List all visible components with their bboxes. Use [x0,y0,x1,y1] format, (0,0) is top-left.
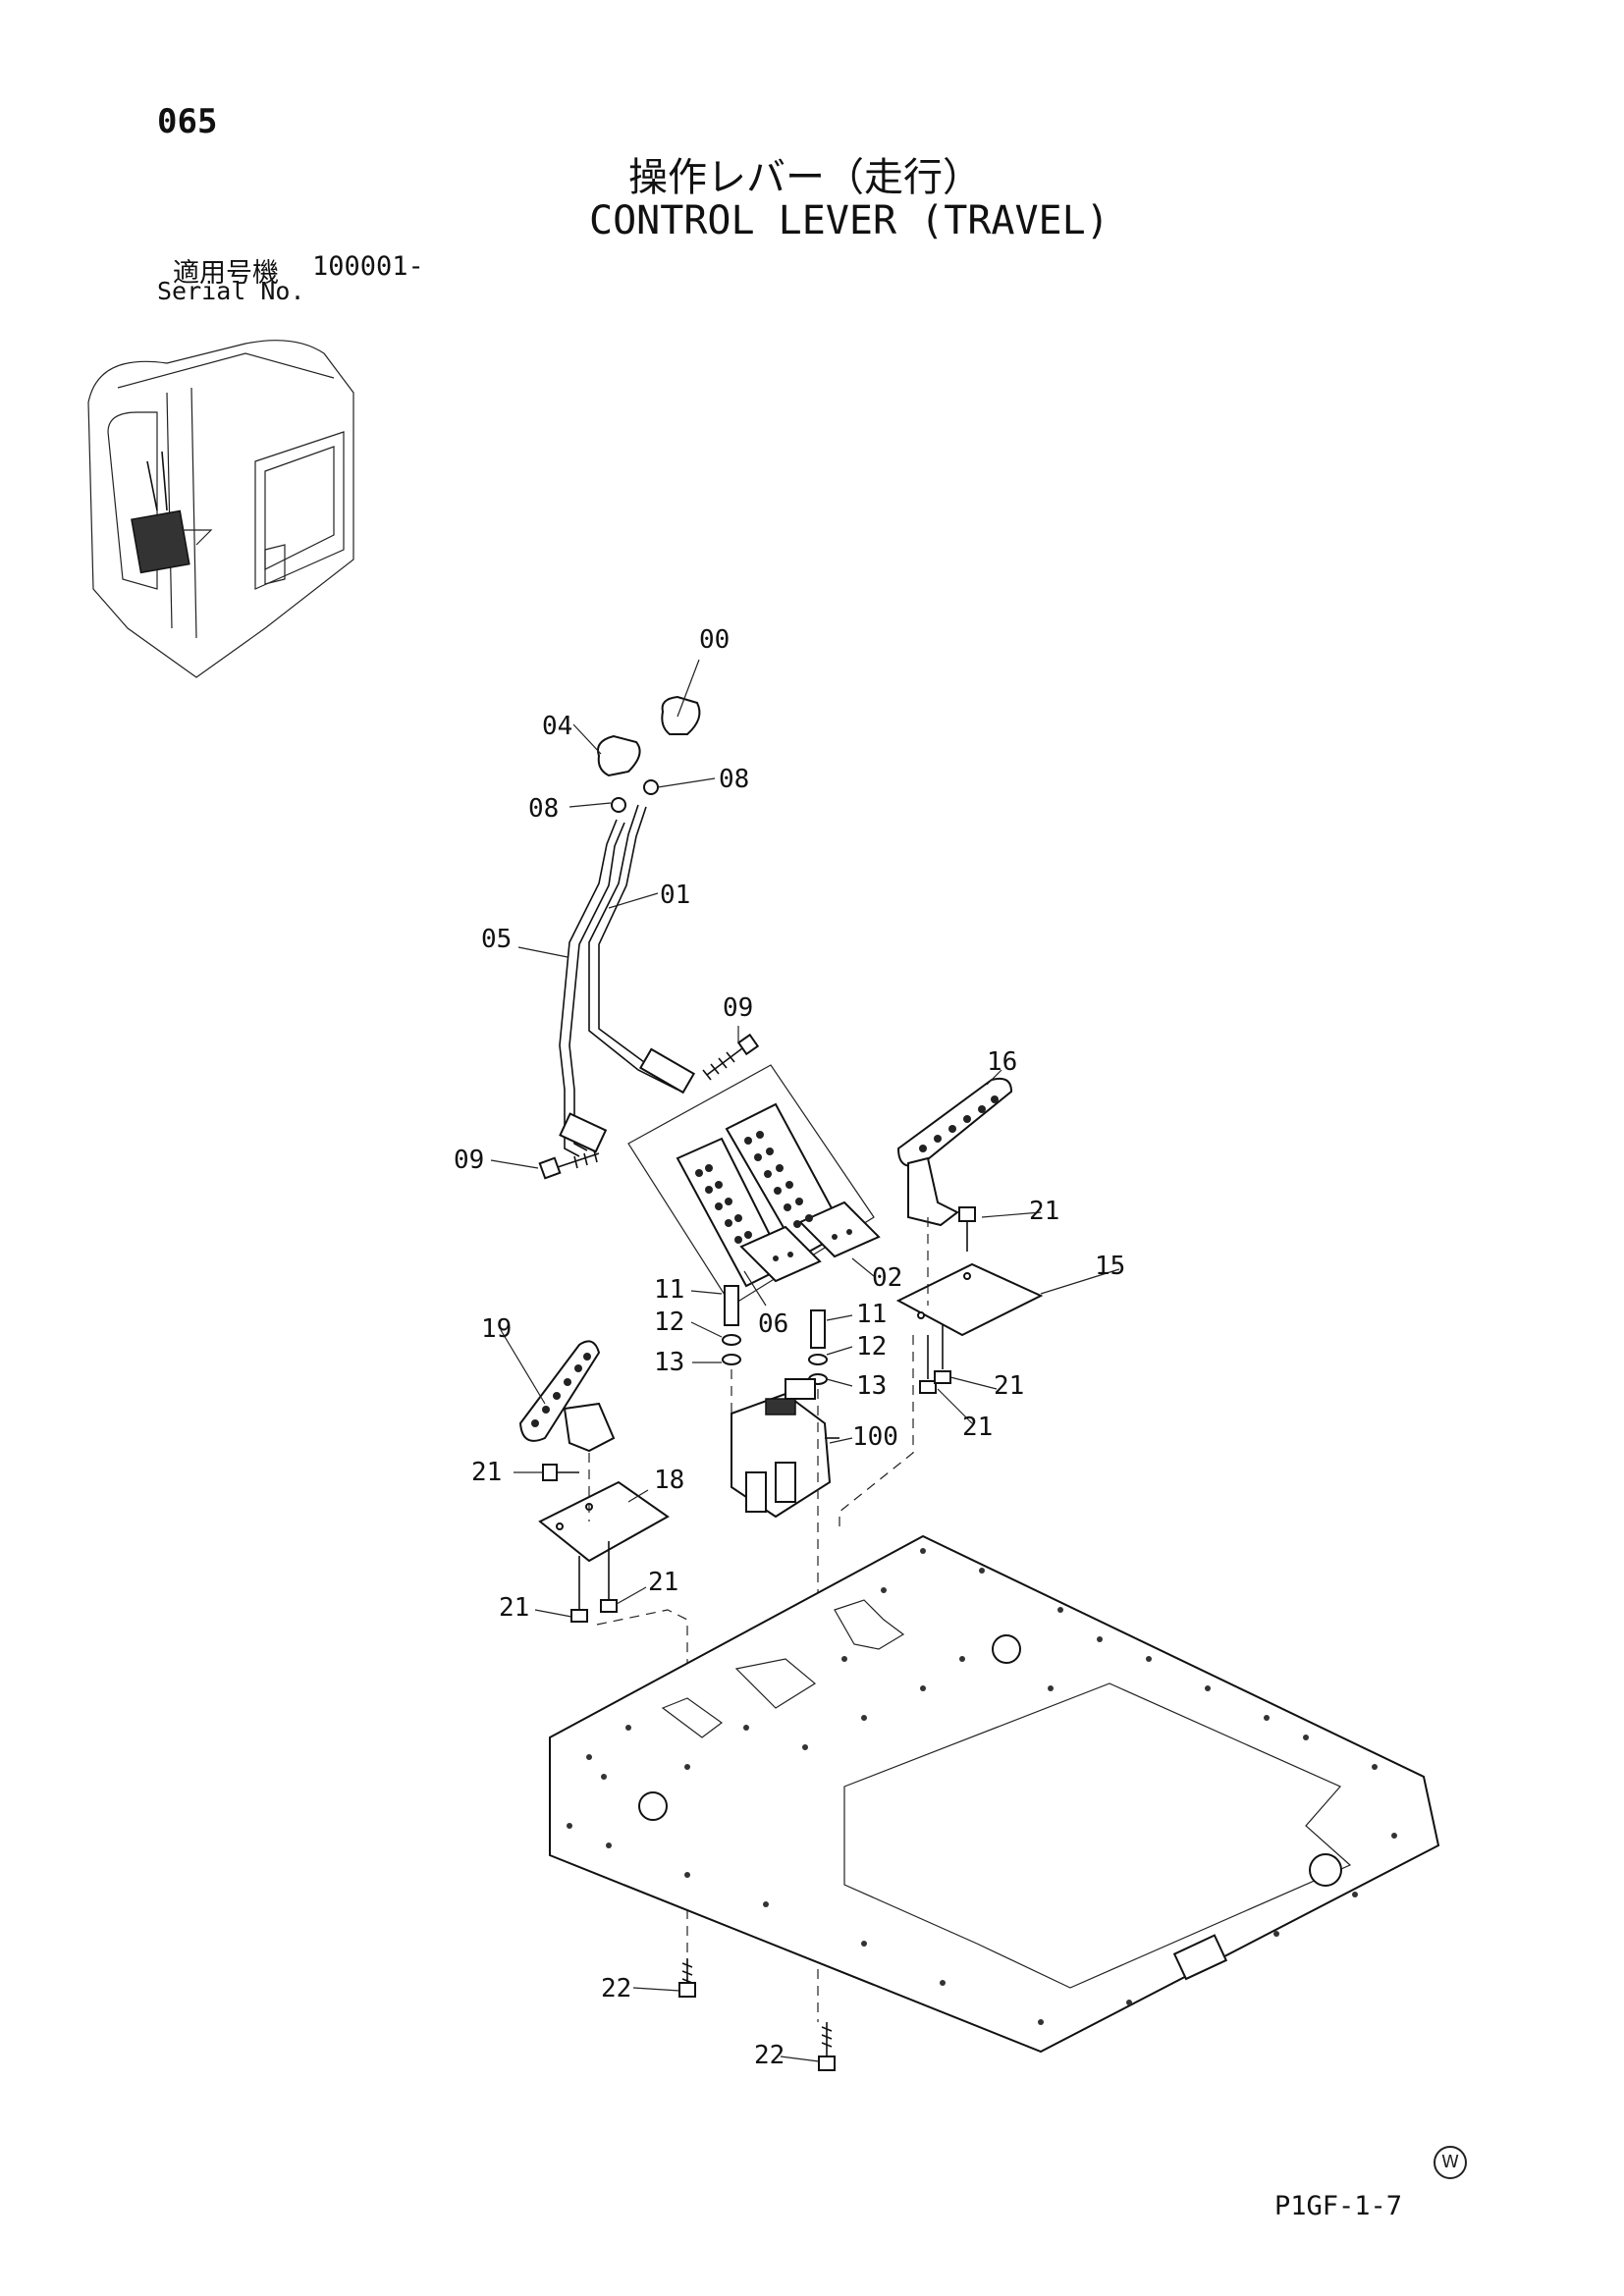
part-label: 13 [856,1371,887,1401]
part-label: 12 [856,1332,887,1362]
part-label: 08 [719,765,749,794]
part-label: 09 [723,993,753,1023]
page-number: 065 [157,102,218,141]
part-label: 12 [654,1308,684,1337]
part-label: 06 [758,1309,788,1339]
label-leader-lines [490,659,1120,2062]
part-label: 100 [852,1422,898,1452]
page-title-english: CONTROL LEVER (TRAVEL) [589,198,1110,243]
part-label: 15 [1095,1252,1125,1281]
serial-label-english: Serial No. [157,277,305,305]
part-label: 21 [648,1568,678,1597]
plate-18 [538,1480,670,1563]
bolt-22-left [678,1958,696,1998]
bolts-21-plate18 [570,1541,618,1623]
part-label: 05 [481,925,512,954]
part-label: 11 [654,1275,684,1305]
part-label: 13 [654,1348,684,1377]
bolt-21-pedal19 [542,1464,579,1481]
part-label: 01 [660,881,690,910]
part-label: 00 [699,625,730,655]
part-label: 08 [528,794,559,824]
part-label: 19 [481,1314,512,1344]
w-circle-mark: W [1434,2146,1467,2179]
part-label: 02 [872,1263,902,1293]
travel-pedal-assembly [627,1064,881,1307]
fasteners-11-12-13-left [722,1285,741,1365]
bolt-21-pedal16 [958,1206,976,1252]
pilot-valve-100 [731,1378,839,1519]
bolt-22-right [818,2022,836,2071]
serial-number-range: 100001- [312,251,424,282]
fasteners-11-12-13-right [808,1309,828,1385]
part-label: 21 [1029,1197,1059,1226]
part-label: 09 [454,1146,484,1175]
part-label: 21 [962,1413,993,1442]
part-label: 18 [654,1466,684,1495]
travel-lever-right [588,695,701,1095]
part-label: 04 [542,712,572,741]
plate-15 [895,1262,1044,1337]
part-number-labels: 00 04 08 08 01 05 09 09 16 21 02 15 11 1… [454,625,1125,2070]
part-label: 21 [471,1458,502,1487]
pedal-16-bracket [896,1077,1013,1227]
part-label: 22 [754,2041,785,2070]
part-label: 22 [601,1974,631,2003]
part-label: 21 [499,1593,529,1623]
bolts-21-plate15 [919,1325,951,1394]
serial-label-japanese: 適用号機 [173,258,279,289]
pedal-19-bracket [518,1340,616,1453]
cab-floor-plate [549,1534,1440,2054]
document-code: P1GF-1-7 [1274,2191,1403,2221]
part-label: 11 [856,1300,887,1329]
page-title-japanese: 操作レバー（走行） [628,155,982,200]
bolt-09-upper [702,1033,760,1081]
bolt-09-lower [538,1149,600,1180]
part-label: 16 [987,1047,1017,1077]
travel-lever-left [559,734,641,1157]
part-label: 21 [994,1371,1024,1401]
cab-location-thumbnail [87,340,354,678]
